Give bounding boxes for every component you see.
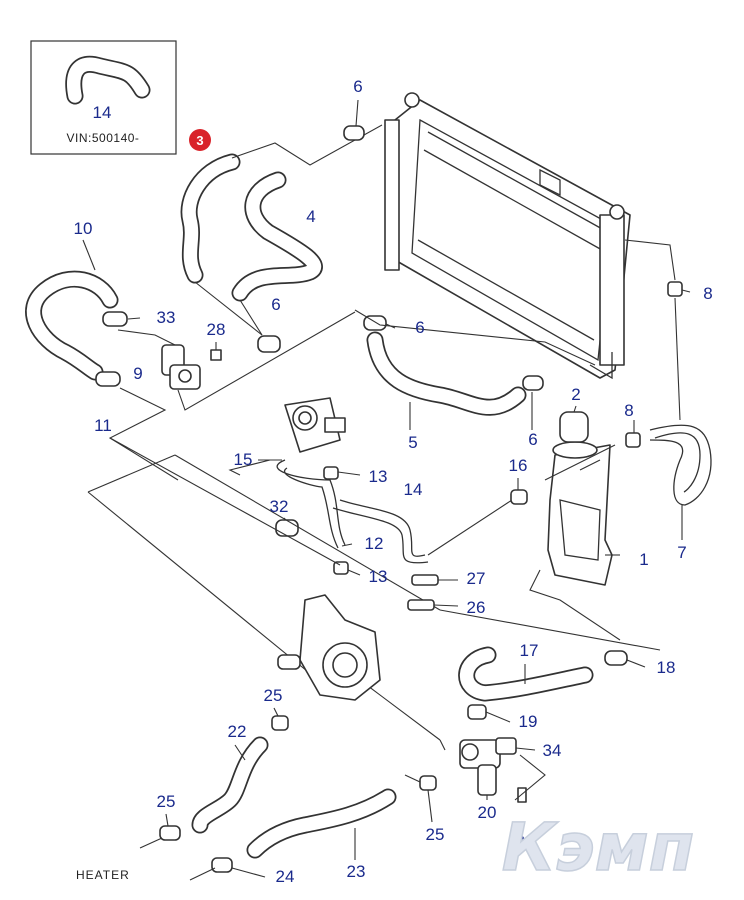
clamp-18 xyxy=(604,650,628,666)
clamp-11 xyxy=(95,371,121,387)
callout-4: 4 xyxy=(306,207,315,226)
hose-3 xyxy=(180,153,241,284)
inset-vin-text: VIN:500140- xyxy=(67,131,140,145)
radiator xyxy=(384,92,631,380)
clamp-19 xyxy=(467,704,487,720)
clamp-25-center xyxy=(271,715,289,731)
hose-14 xyxy=(332,499,429,564)
callout-8-lower: 8 xyxy=(624,401,633,420)
callout-16: 16 xyxy=(509,456,528,475)
outlet-20 xyxy=(459,739,501,796)
callout-8-top: 8 xyxy=(703,284,712,303)
callout-15: 15 xyxy=(234,450,253,469)
marker-number: 3 xyxy=(196,133,203,148)
callout-7: 7 xyxy=(677,543,686,562)
hose-22 xyxy=(191,736,269,834)
callout-10: 10 xyxy=(74,219,93,238)
bolt-21 xyxy=(517,787,527,803)
callout-13-bottom: 13 xyxy=(369,567,388,586)
callout-6-lower: 6 xyxy=(528,430,537,449)
hose-12 xyxy=(276,459,346,549)
hose-23 xyxy=(246,788,397,859)
clamp-16 xyxy=(510,489,528,505)
clamp-32 xyxy=(275,519,299,537)
inset-box: 14 VIN:500140- xyxy=(30,40,177,155)
callout-14: 14 xyxy=(404,480,423,499)
clamp-8-lower xyxy=(625,432,641,448)
callout-6-top: 6 xyxy=(353,77,362,96)
clamp-25-right xyxy=(419,775,437,791)
callout-23: 23 xyxy=(347,862,366,881)
hose-10 xyxy=(25,270,119,381)
sensor-34 xyxy=(495,737,517,755)
callout-24: 24 xyxy=(276,867,295,886)
clamp-8-top xyxy=(667,281,683,297)
clamp-33 xyxy=(102,311,128,327)
bleeder-28 xyxy=(210,349,222,361)
clamp-6-lower xyxy=(522,375,544,391)
callout-19: 19 xyxy=(519,712,538,731)
cap-2 xyxy=(559,411,589,443)
callout-32: 32 xyxy=(270,497,289,516)
clamp-6-right xyxy=(363,315,387,331)
hose-7 xyxy=(649,424,712,506)
callout-12: 12 xyxy=(365,534,384,553)
callout-28: 28 xyxy=(207,320,226,339)
hose-4 xyxy=(231,171,323,302)
callout-6-mid: 6 xyxy=(271,295,280,314)
callout-17: 17 xyxy=(520,641,539,660)
callout-18: 18 xyxy=(657,658,676,677)
callout-25-right: 25 xyxy=(426,825,445,844)
watermark-logo: Кэмп xyxy=(501,808,695,887)
expansion-tank xyxy=(547,441,613,586)
callout-20: 20 xyxy=(478,803,497,822)
clamp-6-top xyxy=(343,125,365,141)
callout-5: 5 xyxy=(408,433,417,452)
callout-11: 11 xyxy=(94,416,112,435)
inset-part-number: 14 xyxy=(93,103,112,122)
callout-34: 34 xyxy=(543,741,562,760)
callout-13-top: 13 xyxy=(369,467,388,486)
callout-labels: 1 2 4 5 6 6 6 6 7 8 8 9 10 11 12 13 13 1… xyxy=(74,77,713,886)
sensor-27 xyxy=(411,574,439,586)
callout-21: 21 xyxy=(516,832,535,851)
clamp-13-bottom xyxy=(333,561,349,575)
callout-9: 9 xyxy=(133,364,142,383)
hose-17 xyxy=(458,646,594,702)
callout-26: 26 xyxy=(467,598,486,617)
callout-22: 22 xyxy=(228,722,247,741)
clamp-6-mid xyxy=(257,335,281,353)
callout-25-center: 25 xyxy=(264,686,283,705)
clamp-25-left xyxy=(159,825,181,841)
hose-5 xyxy=(366,331,527,416)
throttle-body xyxy=(284,397,346,453)
callout-2: 2 xyxy=(571,385,580,404)
callout-1: 1 xyxy=(639,550,648,569)
sensor-26 xyxy=(407,599,435,611)
callout-6-right: 6 xyxy=(415,318,424,337)
heater-label: HEATER xyxy=(76,868,130,882)
clamp-24 xyxy=(211,857,233,873)
callout-25-left: 25 xyxy=(157,792,176,811)
watermark-text: Кэмп xyxy=(502,809,695,886)
marker-badge: 3 xyxy=(189,129,211,151)
clamp-13-top xyxy=(323,466,339,480)
fitting-9 xyxy=(161,344,201,390)
water-pump xyxy=(277,594,381,701)
callout-33: 33 xyxy=(157,308,176,327)
callout-27: 27 xyxy=(467,569,486,588)
